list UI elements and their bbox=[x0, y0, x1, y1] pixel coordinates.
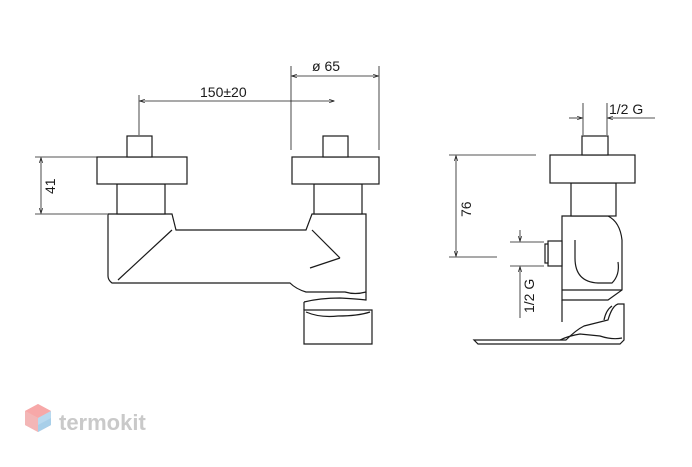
label-thread-side: 1/2 G bbox=[521, 279, 537, 313]
label-height-side: 76 bbox=[458, 201, 474, 217]
side-stub-cap bbox=[544, 243, 549, 264]
label-diameter: ø 65 bbox=[312, 58, 340, 74]
side-pipe bbox=[581, 135, 609, 156]
right-connector bbox=[313, 183, 363, 215]
side-body bbox=[561, 215, 623, 301]
left-flange bbox=[96, 156, 188, 185]
body-edge-left bbox=[117, 229, 173, 281]
label-thread-top: 1/2 G bbox=[609, 101, 643, 117]
front-view bbox=[96, 135, 380, 345]
left-pipe bbox=[126, 135, 153, 158]
label-height-front: 41 bbox=[42, 178, 58, 194]
body-edge-right bbox=[311, 229, 341, 259]
side-handle-curve bbox=[574, 257, 619, 284]
termokit-logo: termokit bbox=[25, 404, 146, 435]
side-spout-detail bbox=[559, 333, 623, 341]
side-dimensions: 76 1/2 G 1/2 G bbox=[449, 101, 655, 318]
logo-text: termokit bbox=[59, 410, 146, 435]
left-connector bbox=[116, 183, 166, 215]
outlet-neck bbox=[303, 292, 367, 303]
side-connector bbox=[570, 182, 617, 217]
side-view bbox=[472, 135, 636, 345]
side-spout bbox=[472, 303, 625, 345]
front-dimensions: ø 65 150±20 41 bbox=[35, 58, 380, 215]
side-stub bbox=[547, 240, 563, 267]
right-pipe bbox=[322, 135, 349, 158]
outlet-curve-top bbox=[305, 311, 371, 318]
logo-cube-icon bbox=[25, 404, 51, 432]
side-flange bbox=[549, 154, 636, 184]
bottom-outlet bbox=[303, 309, 373, 345]
right-flange bbox=[291, 156, 380, 185]
side-spout-neck bbox=[603, 305, 613, 321]
body-edge-right-lower bbox=[309, 257, 341, 269]
label-spacing: 150±20 bbox=[200, 84, 247, 100]
